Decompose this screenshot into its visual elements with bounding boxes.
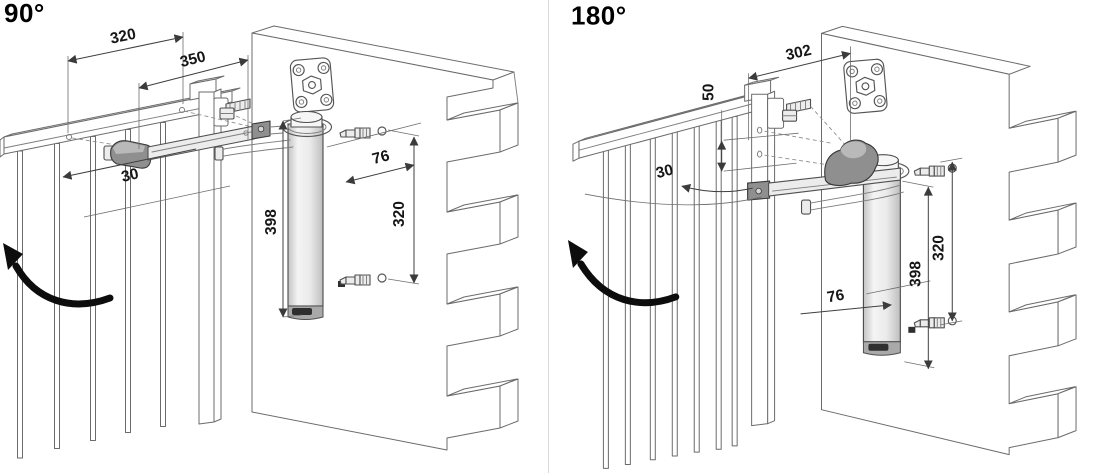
swing-arrow <box>567 239 680 307</box>
closer-arm <box>747 139 904 215</box>
adjuster-bracket <box>767 97 812 129</box>
adjuster-bracket <box>213 97 251 127</box>
gate-frame <box>572 76 780 469</box>
alignment-dashes <box>764 105 846 167</box>
dim-label-bar-offset: 30 <box>120 165 141 185</box>
dimension-wall-offset: 76 <box>800 280 931 315</box>
dimension-bar-offset: 30 <box>62 148 231 218</box>
dim-label-gate-width: 320 <box>109 26 138 48</box>
brand-chip <box>292 308 312 315</box>
dim-label-anchor-spacing: 320 <box>391 201 408 227</box>
dim-label-anchor-spacing: 320 <box>930 235 947 261</box>
dim-label-arm-projection: 350 <box>178 48 207 71</box>
dim-label-wall-offset: 76 <box>826 287 846 307</box>
dimension-post-to-wall: 302 <box>748 42 851 141</box>
dimension-hole-spacing: 50 <box>701 84 799 172</box>
panel-title-180: 180° <box>571 2 627 30</box>
dimension-anchor-spacing: 320 <box>387 129 420 285</box>
anchor-bolt-top <box>339 126 387 139</box>
closer-cylinder <box>281 110 333 320</box>
dimension-wall-offset: 76 <box>326 122 422 185</box>
dimension-arm-projection: 350 <box>138 48 249 149</box>
closer-arm <box>103 120 294 169</box>
panel-title-90: 90° <box>4 0 45 28</box>
gate-frame <box>0 75 241 459</box>
brand-chip <box>868 343 889 351</box>
dim-label-post-to-wall: 302 <box>784 42 813 64</box>
panel-90-degrees: 320 350 30 398 <box>0 0 519 459</box>
dim-label-hole-spacing: 50 <box>701 84 718 101</box>
swing-arrow <box>3 243 114 308</box>
dimension-gate-width: 320 <box>67 26 184 133</box>
closer-cylinder <box>859 154 910 356</box>
drawing-180: 302 50 30 76 <box>567 2 1077 469</box>
anchor-bolt-bottom <box>338 273 387 287</box>
hinge-plate <box>843 58 888 114</box>
dimension-anchor-spacing: 320 <box>930 157 963 326</box>
drawing-90: 320 350 30 398 <box>0 0 519 459</box>
dim-label-bar-offset: 30 <box>654 161 675 182</box>
dimension-closer-height: 398 <box>263 117 303 318</box>
dim-label-closer-height: 398 <box>907 261 924 287</box>
dim-label-wall-offset: 76 <box>370 147 391 168</box>
dim-label-closer-height: 398 <box>263 209 280 235</box>
dimension-closer-height: 398 <box>902 180 935 370</box>
hinge-plate <box>289 57 335 113</box>
dimension-bar-offset: 30 <box>584 161 762 206</box>
panel-180-degrees: 302 50 30 76 <box>548 0 1096 473</box>
